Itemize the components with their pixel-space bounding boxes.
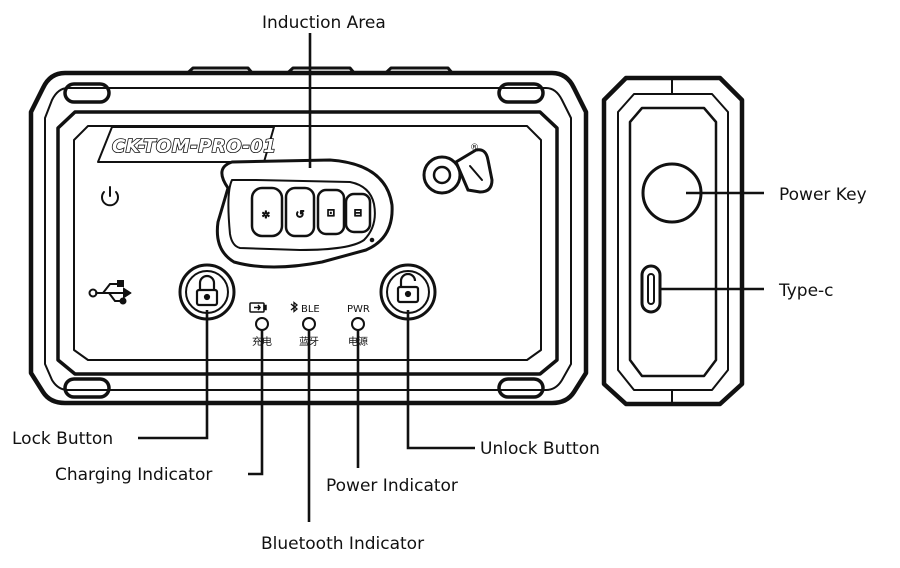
induction-area: ✲ ↺ ⊡ ⊟ xyxy=(215,158,394,269)
side-view xyxy=(601,75,745,407)
lock-icon xyxy=(195,274,219,307)
battery-icon xyxy=(249,302,267,313)
charging-indicator-label: Charging Indicator xyxy=(55,465,212,485)
leader-lines xyxy=(138,33,764,522)
usb-icon xyxy=(88,280,132,305)
charging-indicator-light xyxy=(255,317,269,331)
power-indicator-light xyxy=(351,317,365,331)
bluetooth-indicator-light xyxy=(302,317,316,331)
brand-logo: ® xyxy=(422,143,494,195)
unlock-button[interactable] xyxy=(379,263,437,321)
power-indicator-label: Power Indicator xyxy=(326,476,458,496)
svg-text:⊡: ⊡ xyxy=(327,208,335,219)
svg-text:↺: ↺ xyxy=(295,208,304,221)
power-indicator-top-label: PWR xyxy=(347,304,370,315)
power-key-label: Power Key xyxy=(779,185,867,205)
bluetooth-indicator-top-label: BLE xyxy=(301,304,320,315)
svg-text:✲: ✲ xyxy=(262,210,270,221)
model-label: CK-TOM-PRO-01 xyxy=(112,136,276,157)
induction-area-label: Induction Area xyxy=(262,13,386,33)
unlock-icon xyxy=(396,272,420,304)
type-c-label: Type-c xyxy=(778,281,834,301)
type-c-port xyxy=(640,264,662,314)
unlock-button-label: Unlock Button xyxy=(480,439,600,459)
bluetooth-icon xyxy=(290,301,299,313)
lock-button-label: Lock Button xyxy=(12,429,113,449)
svg-text:®: ® xyxy=(470,143,479,153)
indicator-lights xyxy=(255,317,365,331)
power-icon xyxy=(101,186,119,207)
bluetooth-indicator-label: Bluetooth Indicator xyxy=(261,534,424,554)
svg-text:⊟: ⊟ xyxy=(354,208,362,219)
